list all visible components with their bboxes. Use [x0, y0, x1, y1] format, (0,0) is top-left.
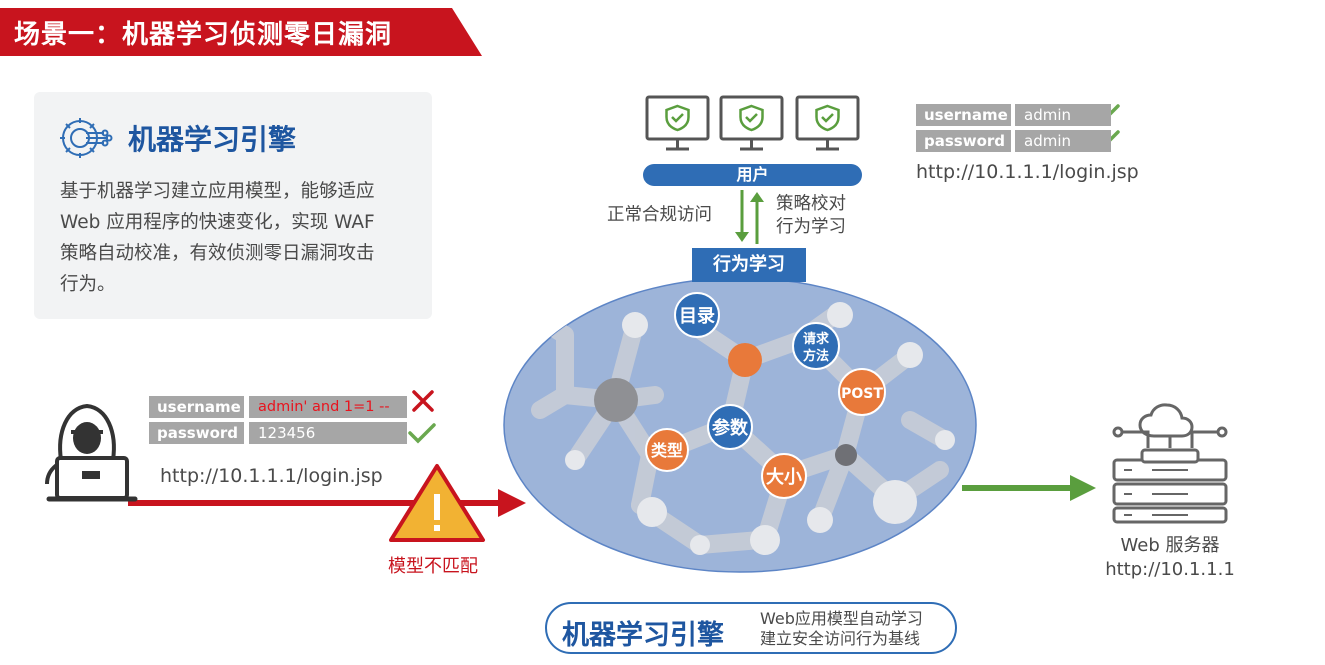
attack-username-value: admin' and 1=1 -- [249, 396, 407, 418]
engine-desc-line: Web应用模型自动学习 [760, 609, 923, 628]
password-key: password [916, 130, 1011, 152]
node-type: 类型 [645, 428, 689, 472]
info-card [34, 92, 432, 319]
web-server-label: Web 服务器 http://10.1.1.1 [1100, 534, 1240, 582]
username-value: admin [1015, 104, 1111, 126]
node-request-method: 请求 方法 [792, 322, 840, 370]
check-icon [408, 423, 436, 444]
graph-node [728, 343, 762, 377]
attack-login-url: http://10.1.1.1/login.jsp [160, 465, 383, 487]
behavior-learning-box: 行为学习 [692, 248, 806, 282]
engine-description: Web应用模型自动学习 建立安全访问行为基线 [760, 609, 923, 649]
allowed-arrow [962, 475, 1096, 501]
hacker-icon [45, 403, 138, 502]
node-size: 大小 [761, 453, 807, 499]
info-desc-line: 基于机器学习建立应用模型，能够适应 [60, 181, 375, 202]
cloud-server-icon [1112, 403, 1228, 524]
title-banner [0, 8, 482, 56]
svg-text:POST: POST [841, 386, 883, 402]
node-params: 参数 [707, 404, 753, 450]
monitor-shield-icon [645, 95, 710, 151]
info-desc-line: Web 应用程序的快速变化，实现 WAF [60, 212, 375, 233]
attack-username-key: username [149, 396, 244, 418]
attack-password-value: 123456 [249, 422, 407, 444]
monitor-shield-icon [795, 95, 860, 151]
page-title: 场景一：机器学习侦测零日漏洞 [14, 20, 393, 50]
policy-learning-label: 策略校对 行为学习 [776, 193, 846, 239]
svg-text:参数: 参数 [712, 417, 749, 439]
engine-pill [545, 602, 957, 654]
svg-text:方法: 方法 [803, 348, 829, 364]
server-name: Web 服务器 [1120, 535, 1220, 556]
normal-login-url: http://10.1.1.1/login.jsp [916, 161, 1139, 183]
server-url: http://10.1.1.1 [1105, 559, 1235, 580]
graph-node [594, 378, 638, 422]
svg-text:大小: 大小 [766, 466, 802, 488]
model-mismatch-label: 模型不匹配 [388, 556, 478, 577]
engine-desc-line: 建立安全访问行为基线 [760, 629, 921, 648]
node-catalog: 目录 [674, 292, 720, 338]
graph-node [835, 444, 857, 466]
cross-icon [412, 390, 434, 412]
warning-triangle-icon [389, 464, 485, 542]
users-bar: 用户 [643, 164, 862, 186]
attack-password-key: password [149, 422, 244, 444]
engine-title: 机器学习引擎 [562, 620, 724, 651]
svg-text:类型: 类型 [651, 441, 683, 460]
svg-text:请求: 请求 [803, 331, 830, 347]
username-key: username [916, 104, 1011, 126]
policy-learning-line: 策略校对 [776, 194, 846, 214]
monitor-shield-icon [719, 95, 784, 151]
info-card-heading: 机器学习引擎 [128, 123, 297, 156]
password-value: admin [1015, 130, 1111, 152]
normal-access-label: 正常合规访问 [607, 205, 712, 225]
info-card-description: 基于机器学习建立应用模型，能够适应 Web 应用程序的快速变化，实现 WAF 策… [60, 176, 410, 300]
node-post: POST [838, 368, 886, 416]
policy-learning-line: 行为学习 [776, 217, 846, 237]
info-desc-line: 行为。 [60, 274, 116, 295]
info-desc-line: 策略自动校准，有效侦测零日漏洞攻击 [60, 243, 375, 264]
bidirectional-arrows [735, 190, 764, 244]
svg-text:目录: 目录 [679, 306, 715, 327]
